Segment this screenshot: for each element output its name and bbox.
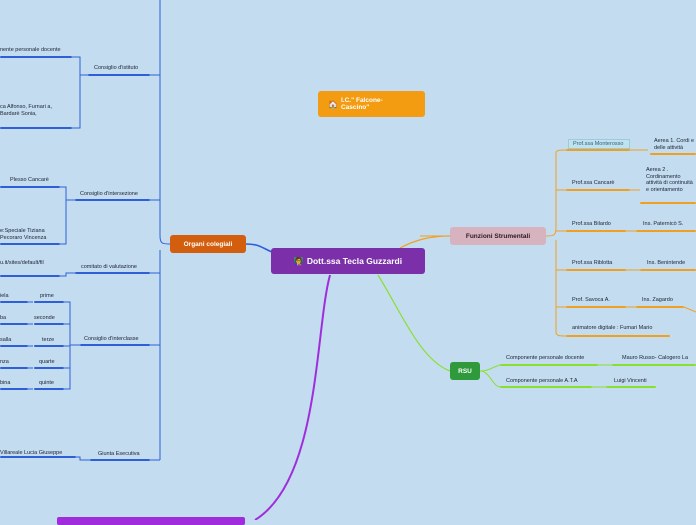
rsu-docente-label[interactable]: Componente personale docente xyxy=(506,355,585,361)
comitato-label[interactable]: comitato di valutazione xyxy=(81,264,137,270)
consiglio-interclasse-label[interactable]: Consiglio d'interclasse xyxy=(84,336,139,342)
house-icon: 🏠 xyxy=(328,99,338,109)
comitato-underline xyxy=(75,272,150,274)
class-quinte-names-underline xyxy=(0,388,28,390)
rsu-docente-underline xyxy=(500,364,598,366)
funzione-2-name[interactable]: Prof.ssa Bilardo xyxy=(572,221,611,227)
class-quarte-label[interactable]: quarte xyxy=(39,359,55,365)
docenti-names-label[interactable]: ca Alfonso, Furnari a, Bardarè Sonia, xyxy=(0,104,52,117)
link-central-bottom xyxy=(254,274,331,520)
giunta-name-label[interactable]: Villareale Lucia Giuseppe xyxy=(0,450,63,456)
class-terze-label[interactable]: terze xyxy=(42,337,55,343)
funzione-1-desc-underline xyxy=(640,202,696,204)
rsu-ata-names-underline xyxy=(606,386,656,388)
link-central-funzioni xyxy=(399,235,451,249)
funzione-5-name[interactable]: animatore digitale : Fumari Mario xyxy=(572,325,653,331)
funzione-2-desc-underline xyxy=(636,230,696,232)
class-quarte-names[interactable]: nza xyxy=(0,359,9,365)
class-quinte-names[interactable]: bina xyxy=(0,380,11,386)
funzione-1-underline xyxy=(566,189,630,191)
class-quinte-underline xyxy=(34,388,64,390)
funzione-3-desc-underline xyxy=(640,269,696,271)
componente-docente-label[interactable]: nente personale docente xyxy=(0,47,61,53)
school-note[interactable]: 🏠 I.C." Falcone-Cascino" xyxy=(318,91,425,117)
link-central-rsu xyxy=(377,274,451,372)
organi-colegiali-node[interactable]: Organi colegiali xyxy=(170,235,246,253)
consiglio-istituto-label[interactable]: Consiglio d'istituto xyxy=(94,65,139,71)
class-terze-names[interactable]: salla xyxy=(0,337,12,343)
funzione-2-desc[interactable]: Ins. Paternicò S. xyxy=(643,221,684,227)
rsu-docente-names[interactable]: Mauro Russo- Calogero La xyxy=(622,355,689,361)
central-topic[interactable]: 👩‍🏫 Dott.ssa Tecla Guzzardi xyxy=(271,248,425,274)
funzione-4-name[interactable]: Prof. Savoca A. xyxy=(572,297,610,303)
funzione-3-underline xyxy=(566,269,626,271)
class-seconde-label[interactable]: seconde xyxy=(34,315,55,321)
person-icon: 👩‍🏫 xyxy=(293,256,304,266)
comitato-link-label[interactable]: u.it/sites/default/fil xyxy=(0,260,44,266)
bottom-branch-node[interactable] xyxy=(57,517,245,525)
funzione-3-name[interactable]: Prof.ssa Riblotta xyxy=(572,260,613,266)
class-quinte-label[interactable]: quinte xyxy=(39,380,54,386)
rsu-docente-names-underline xyxy=(612,364,696,366)
rsu-label: RSU xyxy=(458,367,472,375)
class-prime-label[interactable]: prime xyxy=(40,293,54,299)
class-terze-names-underline xyxy=(0,345,28,347)
giunta-name-underline xyxy=(0,456,76,458)
funzioni-strumentali-node[interactable]: Funzioni Strumentali xyxy=(450,227,546,245)
funzione-1-desc[interactable]: Aerea 2 . Cordinamento attività di conti… xyxy=(646,167,693,193)
rsu-node[interactable]: RSU xyxy=(450,362,480,380)
funzione-4-desc-underline xyxy=(636,306,684,308)
rsu-ata-underline xyxy=(500,386,592,388)
class-prime-underline xyxy=(34,301,64,303)
class-quarte-underline xyxy=(34,367,64,369)
class-seconde-underline xyxy=(34,323,64,325)
funzione-0-underline xyxy=(566,149,630,151)
funzione-3-desc[interactable]: Ins. Benintende xyxy=(647,260,686,266)
class-prime-names[interactable]: iela xyxy=(0,293,9,299)
funzione-5-underline xyxy=(566,335,670,337)
consiglio-interclasse-underline xyxy=(80,344,150,346)
class-prime-names-underline xyxy=(0,301,28,303)
giunta-label[interactable]: Giunta Esecutiva xyxy=(98,451,140,457)
giunta-underline xyxy=(90,459,150,461)
consiglio-intersezione-underline xyxy=(75,199,150,201)
class-quarte-names-underline xyxy=(0,367,28,369)
rsu-ata-label[interactable]: Componente personale A.T.A xyxy=(506,378,578,384)
organi-colegiali-label: Organi colegiali xyxy=(183,240,233,248)
central-topic-label: Dott.ssa Tecla Guzzardi xyxy=(306,256,403,266)
link-central-organi xyxy=(245,243,273,253)
plesso-cancare-label[interactable]: Plesso Cancarè xyxy=(10,177,49,183)
funzione-0-desc-underline xyxy=(650,153,696,155)
comitato-link-underline xyxy=(0,275,60,277)
funzione-2-underline xyxy=(566,230,626,232)
funzioni-strumentali-label: Funzioni Strumentali xyxy=(465,232,531,240)
speciale-underline xyxy=(0,243,60,245)
funzione-4-desc[interactable]: Ins. Zagardo xyxy=(642,297,673,303)
consiglio-intersezione-label[interactable]: Consiglio d'intersezione xyxy=(80,191,138,197)
plesso-cancare-underline xyxy=(0,186,60,188)
consiglio-istituto-underline xyxy=(88,74,150,76)
docenti-names-underline xyxy=(0,127,72,129)
funzione-4-underline xyxy=(566,306,626,308)
funzione-1-name[interactable]: Prof.ssa Cancarè xyxy=(572,180,615,186)
funzione-0-desc[interactable]: Aerea 1. Cordi e delle attività xyxy=(654,138,695,151)
componente-docente-underline xyxy=(0,56,72,58)
school-note-label: I.C." Falcone-Cascino" xyxy=(340,96,383,112)
class-terze-underline xyxy=(34,345,64,347)
class-seconde-names-underline xyxy=(0,323,28,325)
class-seconde-names[interactable]: ba xyxy=(0,315,7,321)
funzione-0-name[interactable]: Prof.ssa Monterosso xyxy=(568,139,630,149)
rsu-ata-names[interactable]: Luigi Vincenti xyxy=(614,378,647,384)
speciale-label[interactable]: e:Speciale Tiziana Pecoraro Vincenza xyxy=(0,228,47,241)
